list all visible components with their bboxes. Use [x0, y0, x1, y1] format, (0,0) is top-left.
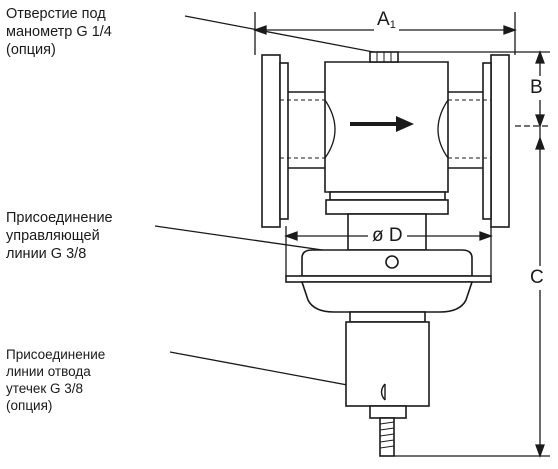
dimension-d-letter: ø D — [372, 225, 403, 246]
callout-leak-line-line4: (опция) — [6, 398, 53, 413]
dimension-d-label: ø D — [368, 226, 407, 246]
dimension-c-letter: C — [530, 267, 544, 288]
dimension-b-label: B — [529, 76, 544, 100]
callout-gauge-port: Отверстие под манометр G 1/4 (опция) — [6, 5, 112, 59]
callout-gauge-port-line3: (опция) — [6, 42, 56, 58]
callout-gauge-port-line2: манометр G 1/4 — [6, 24, 112, 40]
callout-control-line-line1: Присоединение — [6, 210, 113, 226]
dimension-a1-sub: 1 — [389, 19, 396, 31]
callout-control-line-line2: управляющей — [6, 228, 100, 244]
callout-leak-line-line3: утечек G 3/8 — [6, 381, 84, 396]
flow-arrow — [350, 116, 414, 132]
callout-leak-line-line2: линии отвода — [6, 364, 91, 379]
gauge-port — [369, 51, 399, 63]
dimension-b-letter: B — [530, 77, 543, 98]
callout-control-line: Присоединение управляющей линии G 3/8 — [6, 209, 113, 263]
dimension-a1-label: A1 — [374, 10, 399, 35]
dimension-a1-letter: A — [377, 9, 390, 30]
callout-gauge-port-line1: Отверстие под — [6, 6, 106, 22]
threaded-spindle — [379, 417, 395, 457]
leader-gauge-port — [184, 15, 385, 55]
callout-leak-line-line1: Присоединение — [6, 347, 106, 362]
lower-housing — [345, 311, 430, 419]
actuator — [285, 249, 492, 313]
left-flange — [261, 54, 289, 228]
control-port — [385, 255, 399, 269]
right-flange — [482, 54, 510, 228]
leak-port — [380, 383, 386, 401]
callout-control-line-line3: линии G 3/8 — [6, 246, 87, 262]
valve-body — [324, 61, 449, 193]
dimension-c-label: C — [529, 266, 545, 290]
pipe-stubs — [280, 91, 491, 169]
callout-leak-line: Присоединение линии отвода утечек G 3/8 … — [6, 346, 105, 414]
dimension-c — [394, 126, 550, 458]
